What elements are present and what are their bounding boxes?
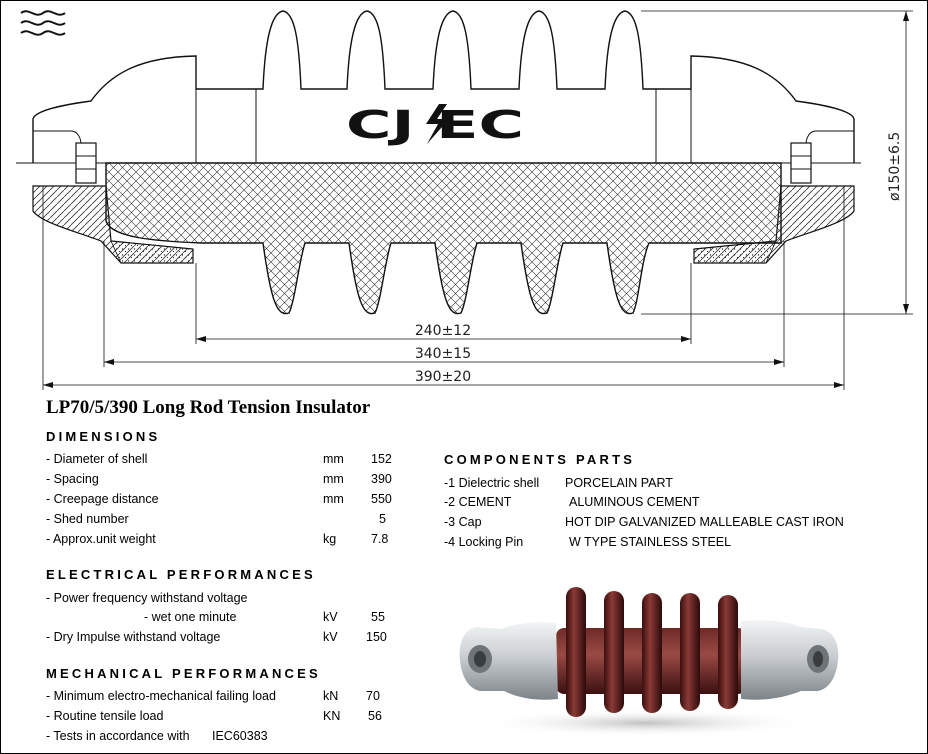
diameter-dimension: ø150±6.5 xyxy=(887,132,903,201)
row-unit: kV xyxy=(323,610,338,624)
row-label: - wet one minute xyxy=(144,610,237,624)
row-unit: mm xyxy=(323,452,344,466)
row-value: 7.8 xyxy=(371,532,389,546)
row-label: -3 Cap xyxy=(444,515,482,529)
row-value: 390 xyxy=(371,472,392,486)
row-material: W TYPE STAINLESS STEEL xyxy=(569,535,732,549)
row-value: 152 xyxy=(371,452,392,466)
porcelain-section xyxy=(105,162,782,315)
row-value: IEC60383 xyxy=(212,729,268,743)
components-heading: COMPONENTS PARTS xyxy=(444,452,636,467)
row-label: -4 Locking Pin xyxy=(444,535,524,549)
electrical-heading: ELECTRICAL PERFORMANCES xyxy=(46,567,316,582)
row-value: 5 xyxy=(379,512,386,526)
row-label: - Dry Impulse withstand voltage xyxy=(46,630,221,644)
mechanical-heading: MECHANICAL PERFORMANCES xyxy=(46,666,321,681)
row-unit: kV xyxy=(323,630,338,644)
row-unit: kg xyxy=(323,532,337,546)
row-unit: kN xyxy=(323,689,339,703)
row-unit: mm xyxy=(323,472,344,486)
row-value: 550 xyxy=(371,492,392,506)
row-unit: mm xyxy=(323,492,344,506)
technical-drawing: CJ EC ø150±6.5 240±12 340±15 390±20 xyxy=(16,10,913,390)
product-title: LP70/5/390 Long Rod Tension Insulator xyxy=(46,397,371,418)
row-label: - Creepage distance xyxy=(46,492,159,506)
brand-logo: CJ EC xyxy=(346,103,524,147)
dimension-inner: 240±12 xyxy=(415,323,471,339)
row-value: 150 xyxy=(366,630,387,644)
row-value: 55 xyxy=(371,610,385,624)
row-value: 70 xyxy=(366,689,380,703)
row-label: - Minimum electro-mechanical failing loa… xyxy=(46,689,276,703)
row-unit: KN xyxy=(323,709,341,723)
insulator-photo xyxy=(459,587,839,737)
row-label: - Approx.unit weight xyxy=(46,532,156,546)
lightning-icon xyxy=(426,104,449,144)
row-value: 56 xyxy=(368,709,382,723)
row-material: PORCELAIN PART xyxy=(565,476,673,490)
row-label: -2 CEMENT xyxy=(444,495,512,509)
dimensions-heading: DIMENSIONS xyxy=(46,429,161,444)
shed-group xyxy=(566,587,738,717)
svg-text:CJ EC: CJ EC xyxy=(346,103,524,147)
dimension-overall: 390±20 xyxy=(415,369,471,385)
row-label: - Power frequency withstand voltage xyxy=(46,591,248,605)
upper-silhouette xyxy=(32,10,855,163)
row-label: - Shed number xyxy=(46,512,129,526)
dimension-middle: 340±15 xyxy=(415,346,471,362)
row-label: - Diameter of shell xyxy=(46,452,148,466)
row-material: HOT DIP GALVANIZED MALLEABLE CAST IRON xyxy=(565,515,844,529)
logo-mark-icon xyxy=(20,10,66,36)
row-label: -1 Dielectric shell xyxy=(444,476,540,490)
row-material: ALUMINOUS CEMENT xyxy=(569,495,700,509)
row-label: - Tests in accordance with xyxy=(46,729,190,743)
row-label: - Routine tensile load xyxy=(46,709,164,723)
row-label: - Spacing xyxy=(46,472,99,486)
